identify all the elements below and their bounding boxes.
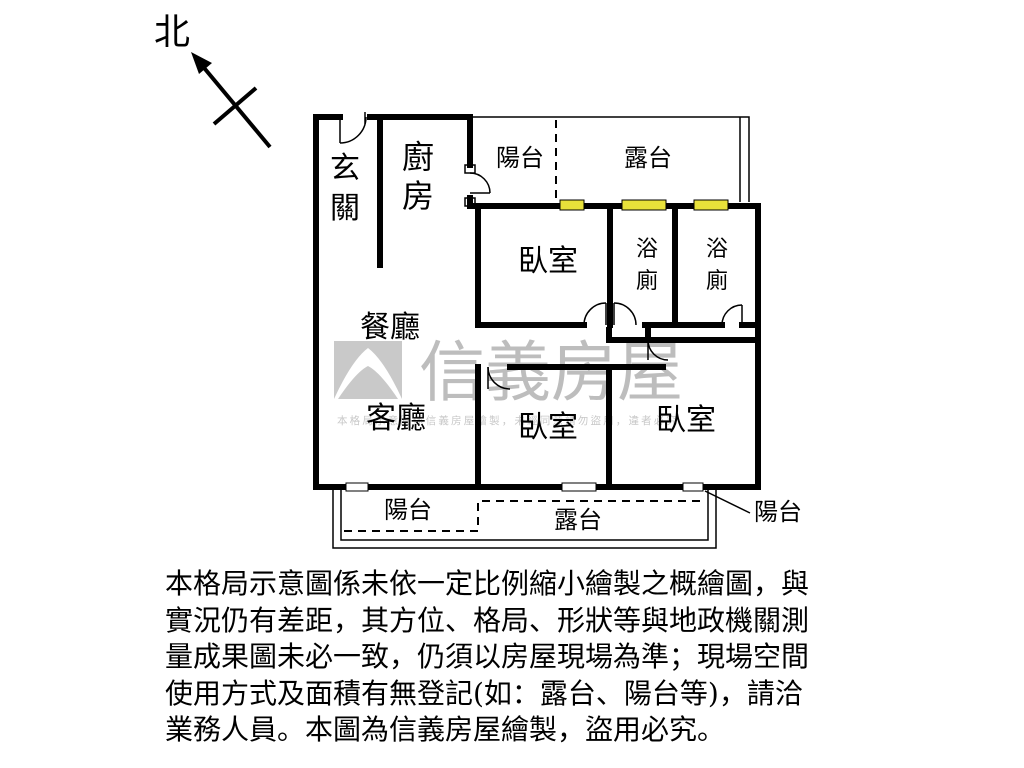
compass-label: 北 (154, 12, 190, 53)
brand-logo-icon (334, 341, 402, 399)
watermark: 信義房屋 本格局示意圖係信義房屋繪製，未經同意請勿盜用，違者必究 (334, 334, 683, 427)
doors (339, 112, 743, 390)
disclaimer-line: 業務人員。本圖為信義房屋繪製，盜用必究。 (165, 713, 726, 746)
disclaimer-line: 量成果圖未必一致，仍須以房屋現場為準；現場空間 (165, 640, 810, 673)
watermark-notice: 本格局示意圖係信義房屋繪製，未經同意請勿盜用，違者必究 (337, 414, 678, 427)
kitchen-label: 廚房 (402, 138, 434, 215)
bedroom-1-label: 臥室 (518, 244, 578, 279)
entrance-label: 玄關 (330, 151, 360, 226)
terrace-north-label: 露台 (624, 144, 672, 172)
bathroom-2-label: 浴廁 (706, 237, 728, 294)
windows (345, 199, 729, 492)
bedroom-3-label: 臥室 (656, 403, 716, 438)
watermark-brand: 信義房屋 (419, 334, 683, 411)
terrace-outlines (332, 116, 750, 549)
disclaimer-line: 本格局示意圖係未依一定比例縮小繪製之概繪圖，與 (165, 567, 810, 600)
living-label: 客廳 (366, 401, 426, 436)
room-labels: 玄關 廚房 陽台 露台 臥室 浴廁 浴廁 餐廳 客廳 臥室 臥室 陽台 露台 陽… (330, 138, 802, 534)
walls (313, 114, 761, 490)
balcony-east-label: 陽台 (754, 498, 802, 526)
terrace-south-label: 露台 (554, 506, 602, 534)
bathroom-1-label: 浴廁 (636, 237, 658, 294)
bedroom-2-label: 臥室 (518, 410, 578, 445)
balcony-south-label: 陽台 (384, 496, 432, 524)
balcony-north-label: 陽台 (496, 144, 544, 172)
north-arrow-icon (191, 52, 272, 149)
disclaimer-line: 使用方式及面積有無登記(如：露台、陽台等)，請洽 (165, 676, 803, 710)
balcony-east-leader (704, 490, 751, 514)
dining-label: 餐廳 (360, 310, 420, 345)
disclaimer-line: 實況仍有差距，其方位、格局、形狀等與地政機關測 (165, 603, 810, 637)
disclaimer-text: 本格局示意圖係未依一定比例縮小繪製之概繪圖，與 實況仍有差距，其方位、格局、形狀… (165, 566, 885, 749)
floor-plan: 北 信義房屋 本格局示意圖係信義房屋繪製，未經同意請勿盜用，違者必究 (154, 12, 802, 549)
